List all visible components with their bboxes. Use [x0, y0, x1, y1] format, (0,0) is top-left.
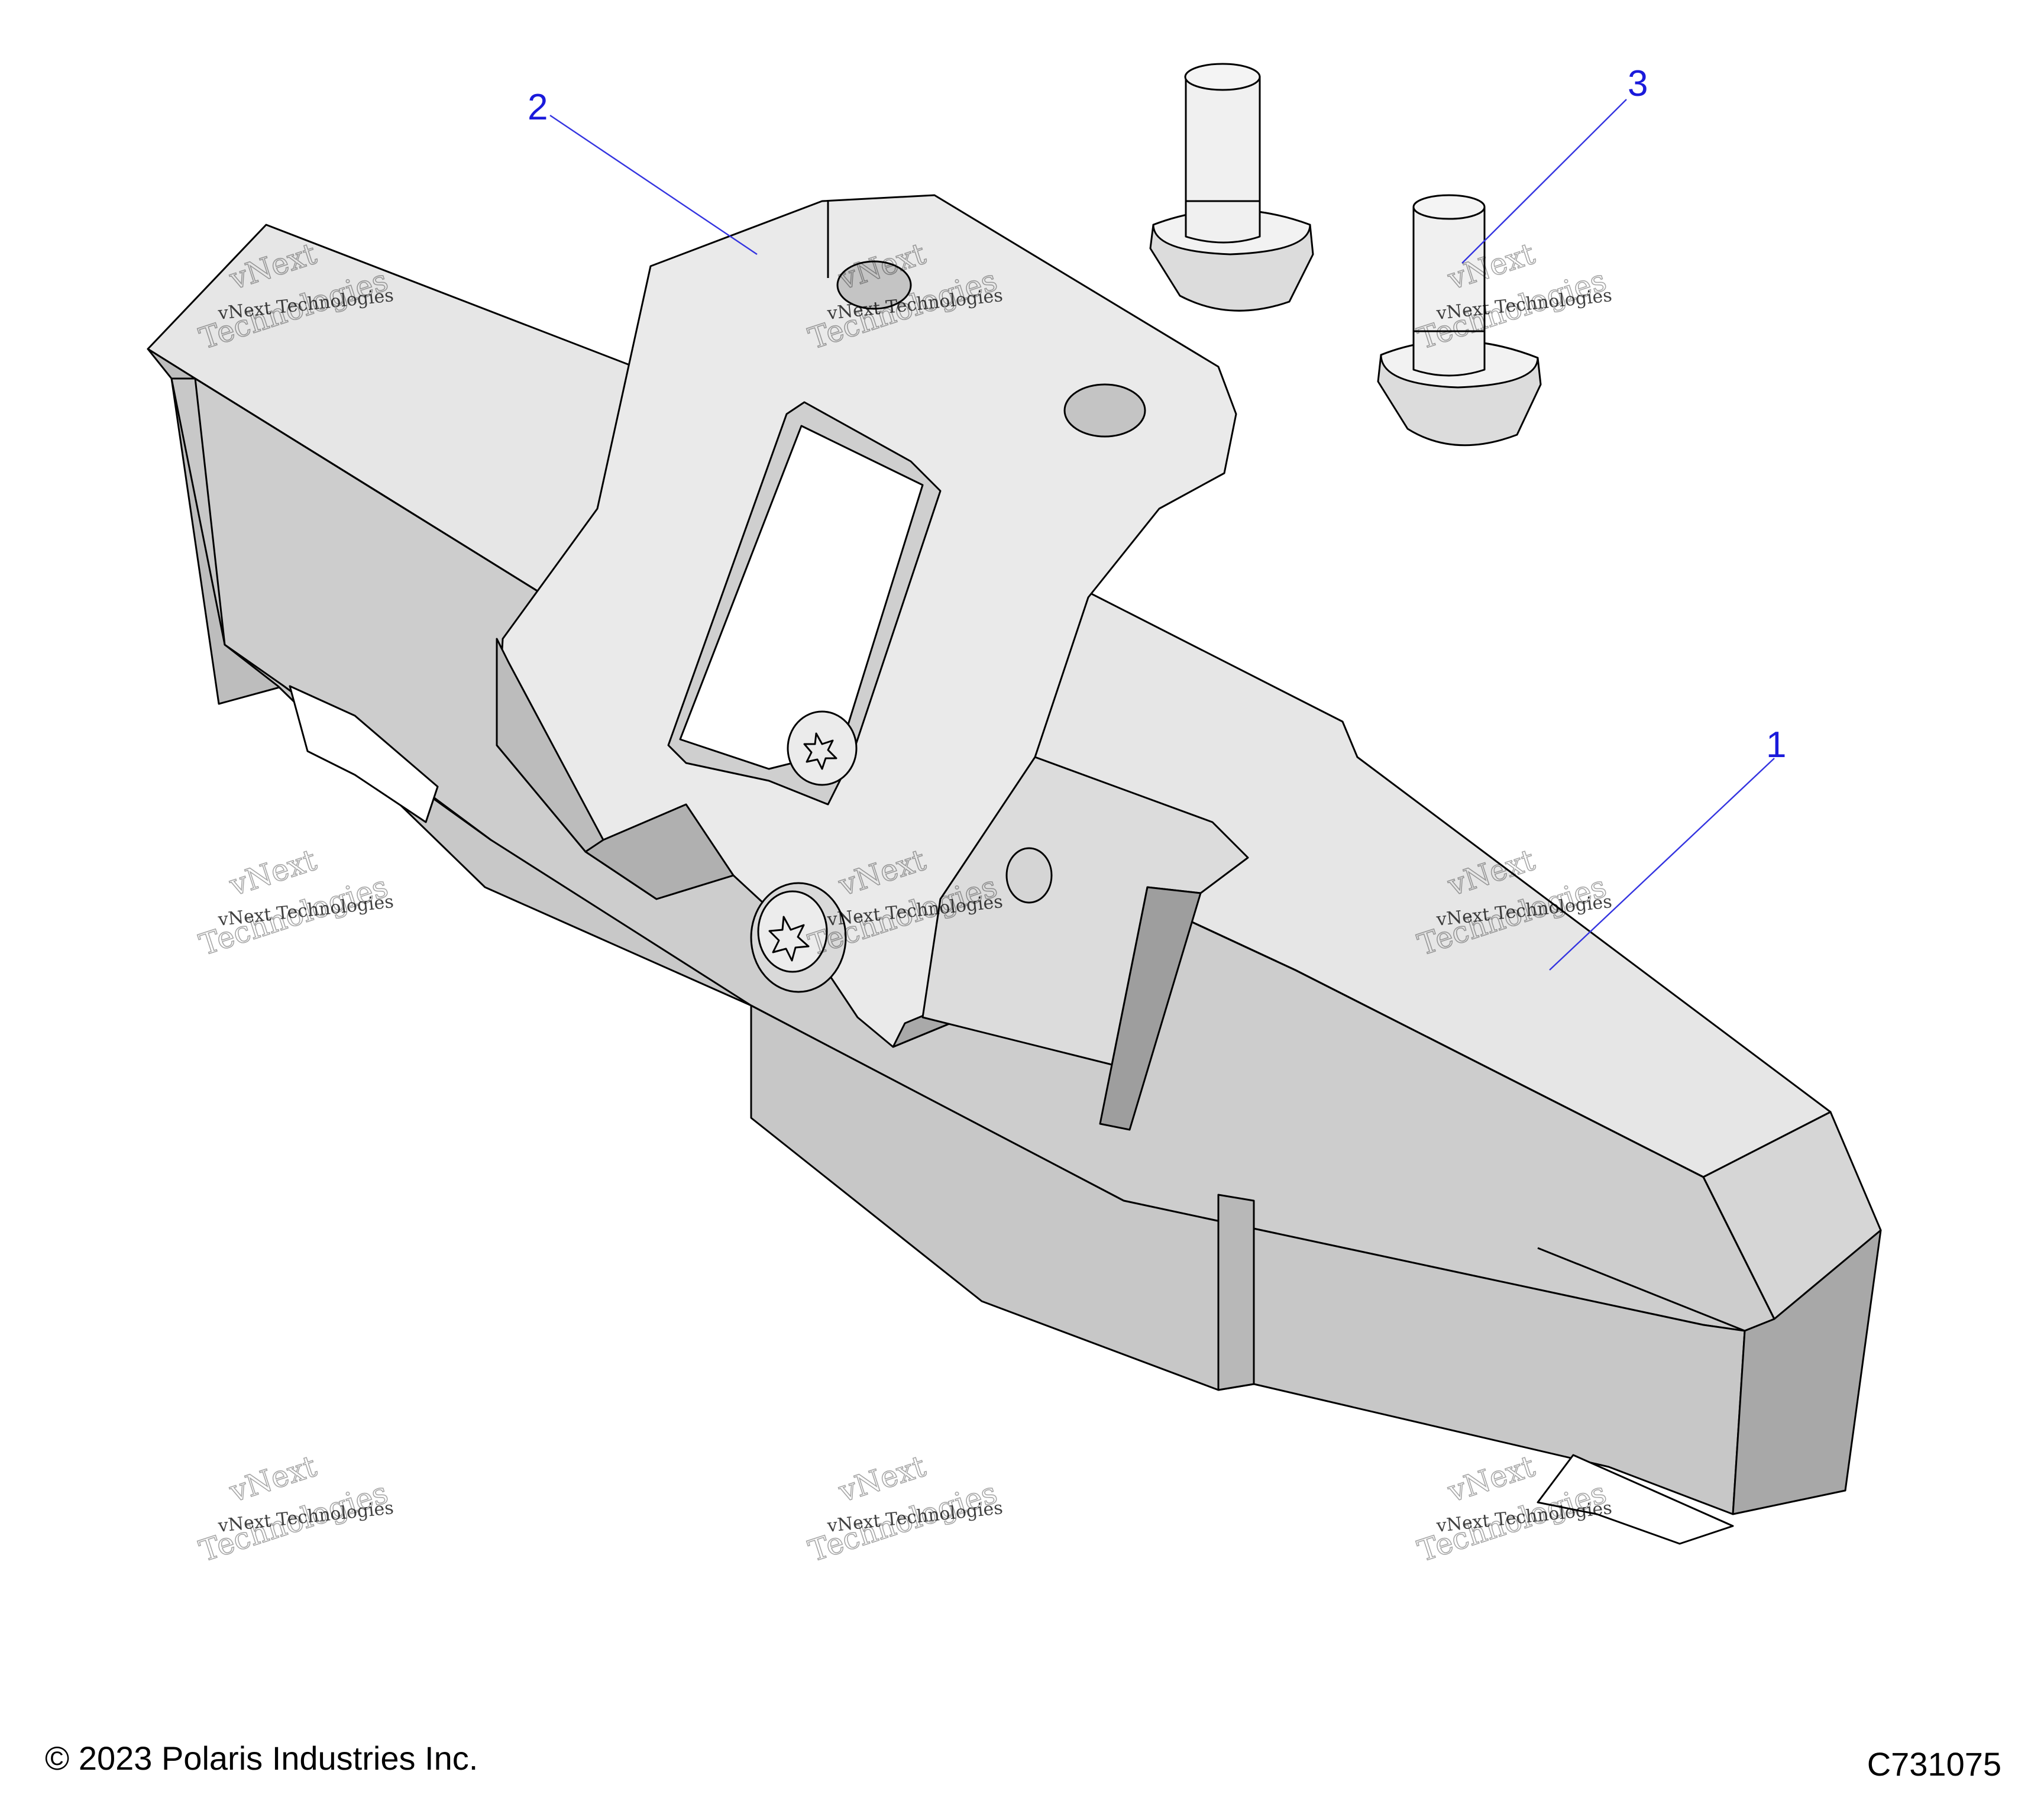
- part-3-flange-bolt-right: [1377, 194, 1542, 447]
- screw-hidden-icon: [1005, 847, 1053, 904]
- part-2-bracket: [496, 194, 1249, 1131]
- callout-3: 3: [1461, 63, 1648, 264]
- svg-text:2: 2: [528, 87, 548, 128]
- figure-id: C731075: [1867, 1745, 2001, 1783]
- svg-text:3: 3: [1628, 63, 1648, 104]
- torx-screw-upper-icon: [787, 710, 858, 786]
- watermark-4: vNext vNext Technologies Technologies: [195, 842, 394, 963]
- watermark-7: vNext vNext Technologies Technologies: [195, 1449, 394, 1569]
- callout-1: 1: [1549, 725, 1786, 971]
- watermark-8: vNext vNext Technologies Technologies: [804, 1449, 1004, 1569]
- part-3-flange-bolt-left: [1149, 63, 1314, 312]
- copyright-notice: © 2023 Polaris Industries Inc.: [45, 1740, 478, 1777]
- torx-screw-lower-icon: [750, 882, 847, 993]
- callout-2: 2: [528, 87, 758, 255]
- svg-text:1: 1: [1766, 725, 1786, 765]
